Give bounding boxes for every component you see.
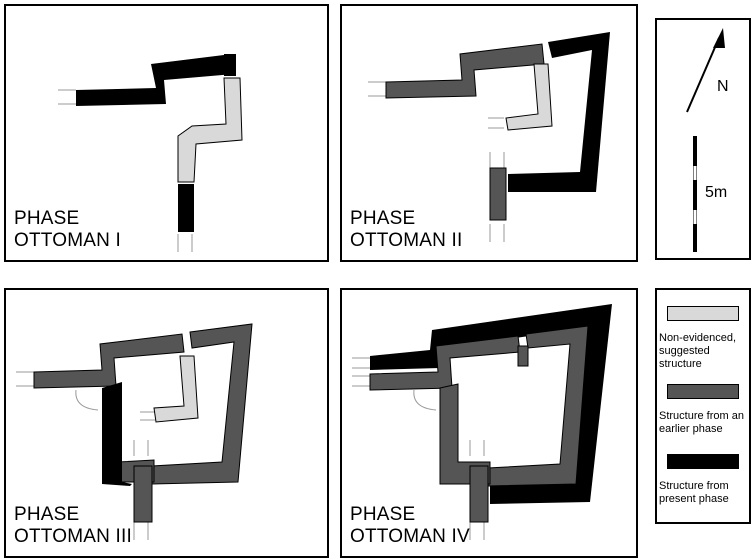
legend-text: Structure from present phase bbox=[659, 480, 729, 505]
legend-text: Non-evidenced, suggested structure bbox=[659, 332, 737, 370]
scale-bar bbox=[693, 136, 697, 252]
wall-present bbox=[102, 382, 132, 486]
plan-ottoman-4 bbox=[352, 304, 612, 540]
north-arrow bbox=[686, 28, 725, 252]
phase-panel-ottoman-2: PHASE OTTOMAN II bbox=[340, 4, 638, 262]
wall-present bbox=[508, 32, 610, 192]
phase-label: PHASE OTTOMAN II bbox=[350, 208, 463, 251]
phase-label: PHASE OTTOMAN IV bbox=[350, 504, 470, 547]
phase-panel-ottoman-4: PHASE OTTOMAN IV bbox=[340, 288, 638, 558]
wall-suggested bbox=[505, 63, 553, 131]
plan-ottoman-1 bbox=[58, 54, 243, 252]
wall-earlier bbox=[469, 465, 489, 523]
wall-suggested bbox=[153, 355, 199, 423]
phase-panel-ottoman-3: PHASE OTTOMAN III bbox=[4, 288, 329, 558]
legend-swatch-earlier bbox=[667, 384, 739, 399]
wall-present bbox=[178, 184, 194, 232]
phase-label: PHASE OTTOMAN I bbox=[14, 208, 122, 251]
wall-earlier bbox=[385, 43, 545, 99]
phase-panel-ottoman-1: PHASE OTTOMAN I bbox=[4, 4, 329, 262]
legend-swatch-suggested bbox=[667, 306, 739, 321]
wall-earlier bbox=[439, 383, 491, 485]
wall-earlier bbox=[133, 465, 153, 523]
wall-earlier bbox=[489, 167, 507, 221]
wall-earlier bbox=[517, 345, 529, 367]
wall-earlier bbox=[33, 333, 185, 389]
legend-swatch-present bbox=[667, 454, 739, 469]
legend-text: Structure from an earlier phase bbox=[659, 410, 744, 435]
wall-present bbox=[370, 304, 612, 504]
wall-suggested bbox=[177, 77, 243, 183]
north-label: N bbox=[717, 78, 729, 95]
scale-label: 5m bbox=[705, 184, 728, 201]
plan-ottoman-2 bbox=[368, 32, 610, 242]
phase-label: PHASE OTTOMAN III bbox=[14, 504, 132, 547]
legend-panel: Non-evidenced, suggested structure Struc… bbox=[655, 288, 751, 524]
north-scale-panel: N 5m bbox=[655, 18, 751, 260]
wall-present bbox=[224, 54, 236, 76]
wall-present bbox=[76, 54, 234, 106]
plan-ottoman-3 bbox=[16, 323, 253, 540]
